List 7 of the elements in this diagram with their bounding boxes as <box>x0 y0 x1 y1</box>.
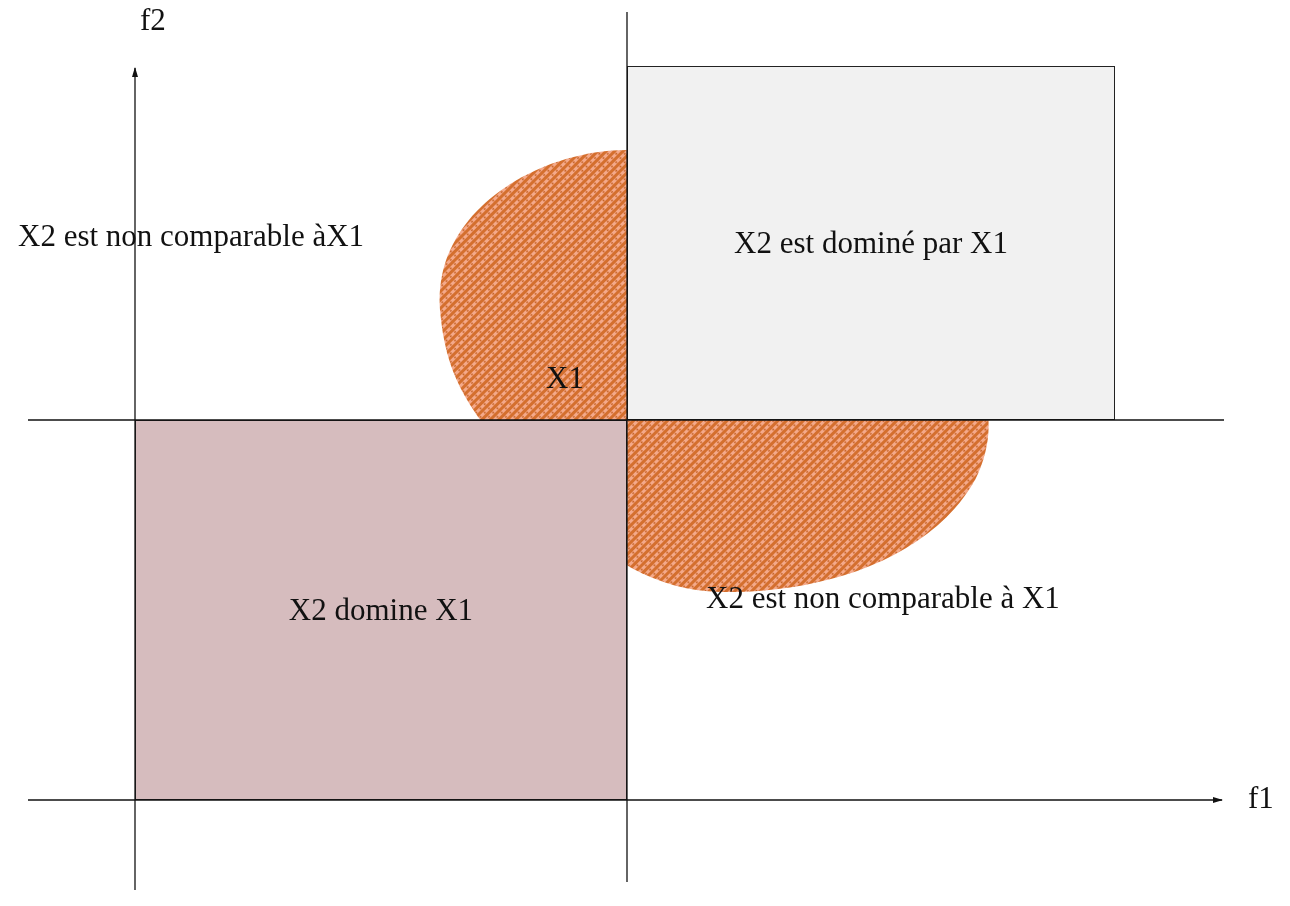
dominated-region <box>627 66 1115 420</box>
axis-label: f1 <box>1248 781 1274 816</box>
region-label: X2 domine X1 <box>288 592 474 628</box>
dominating-region <box>135 420 627 800</box>
axis-label: f2 <box>140 3 166 38</box>
point-label: X1 <box>546 361 584 396</box>
region-label: X2 est dominé par X1 <box>734 225 1008 261</box>
